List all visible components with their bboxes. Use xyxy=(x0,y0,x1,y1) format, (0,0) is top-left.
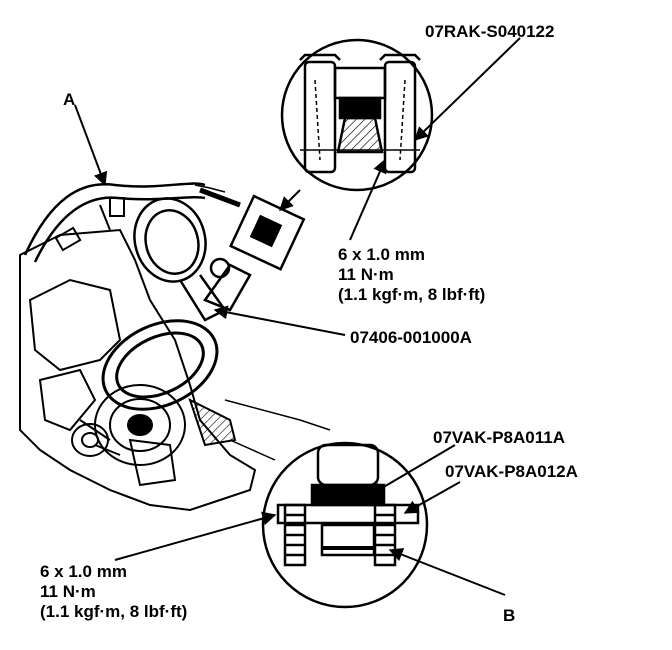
leader-b xyxy=(388,548,506,596)
label-tool-middle: 07406-001000A xyxy=(350,328,472,347)
label-tool-bottom-1: 07VAK-P8A011A xyxy=(433,428,565,447)
top-detail-view xyxy=(280,38,434,192)
torque-spec-top: 6 x 1.0 mm 11 N·m (1.1 kgf·m, 8 lbf·ft) xyxy=(338,245,485,305)
label-b: B xyxy=(503,606,516,625)
torque-bottom-nm: 11 N·m xyxy=(40,582,96,601)
torque-top-nm: 11 N·m xyxy=(338,265,394,284)
torque-spec-bottom: 6 x 1.0 mm 11 N·m (1.1 kgf·m, 8 lbf·ft) xyxy=(40,562,187,622)
leader-torque-bottom xyxy=(114,511,277,561)
torque-top-alt: (1.1 kgf·m, 8 lbf·ft) xyxy=(338,285,486,304)
leader-torque-top xyxy=(349,158,387,241)
label-tool-bottom-2: 07VAK-P8A012A xyxy=(445,462,578,481)
engine-block xyxy=(19,182,331,512)
leader-tool-bottom-2 xyxy=(403,481,461,514)
bottom-detail-view xyxy=(261,441,429,609)
leader-a xyxy=(74,104,108,187)
pressure-gauge xyxy=(133,184,306,322)
leader-detail-bottom xyxy=(229,439,276,461)
label-a: A xyxy=(63,90,76,109)
label-tool-top: 07RAK-S040122 xyxy=(425,22,555,41)
leader-detail-top xyxy=(279,189,301,211)
steering-ring xyxy=(101,319,219,411)
pulley-assembly xyxy=(71,384,237,466)
torque-bottom-size: 6 x 1.0 mm xyxy=(40,562,127,581)
torque-top-size: 6 x 1.0 mm xyxy=(338,245,425,264)
leader-tool-bottom-1 xyxy=(368,444,456,496)
leader-lines xyxy=(74,37,521,596)
leader-tool-middle xyxy=(213,305,346,336)
leader-tool-top xyxy=(413,37,521,141)
torque-bottom-alt: (1.1 kgf·m, 8 lbf·ft) xyxy=(40,602,188,621)
